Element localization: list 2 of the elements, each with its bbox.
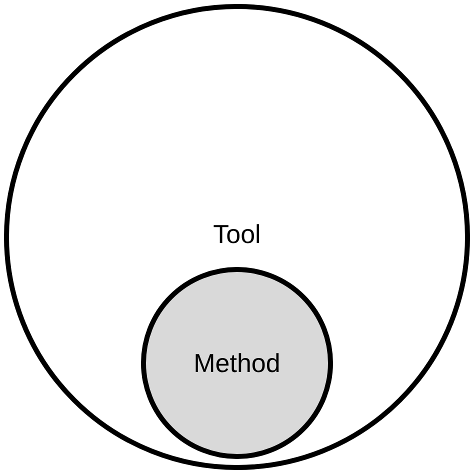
- circle-label: Tool: [212, 221, 262, 247]
- circle-label: Method: [194, 350, 280, 376]
